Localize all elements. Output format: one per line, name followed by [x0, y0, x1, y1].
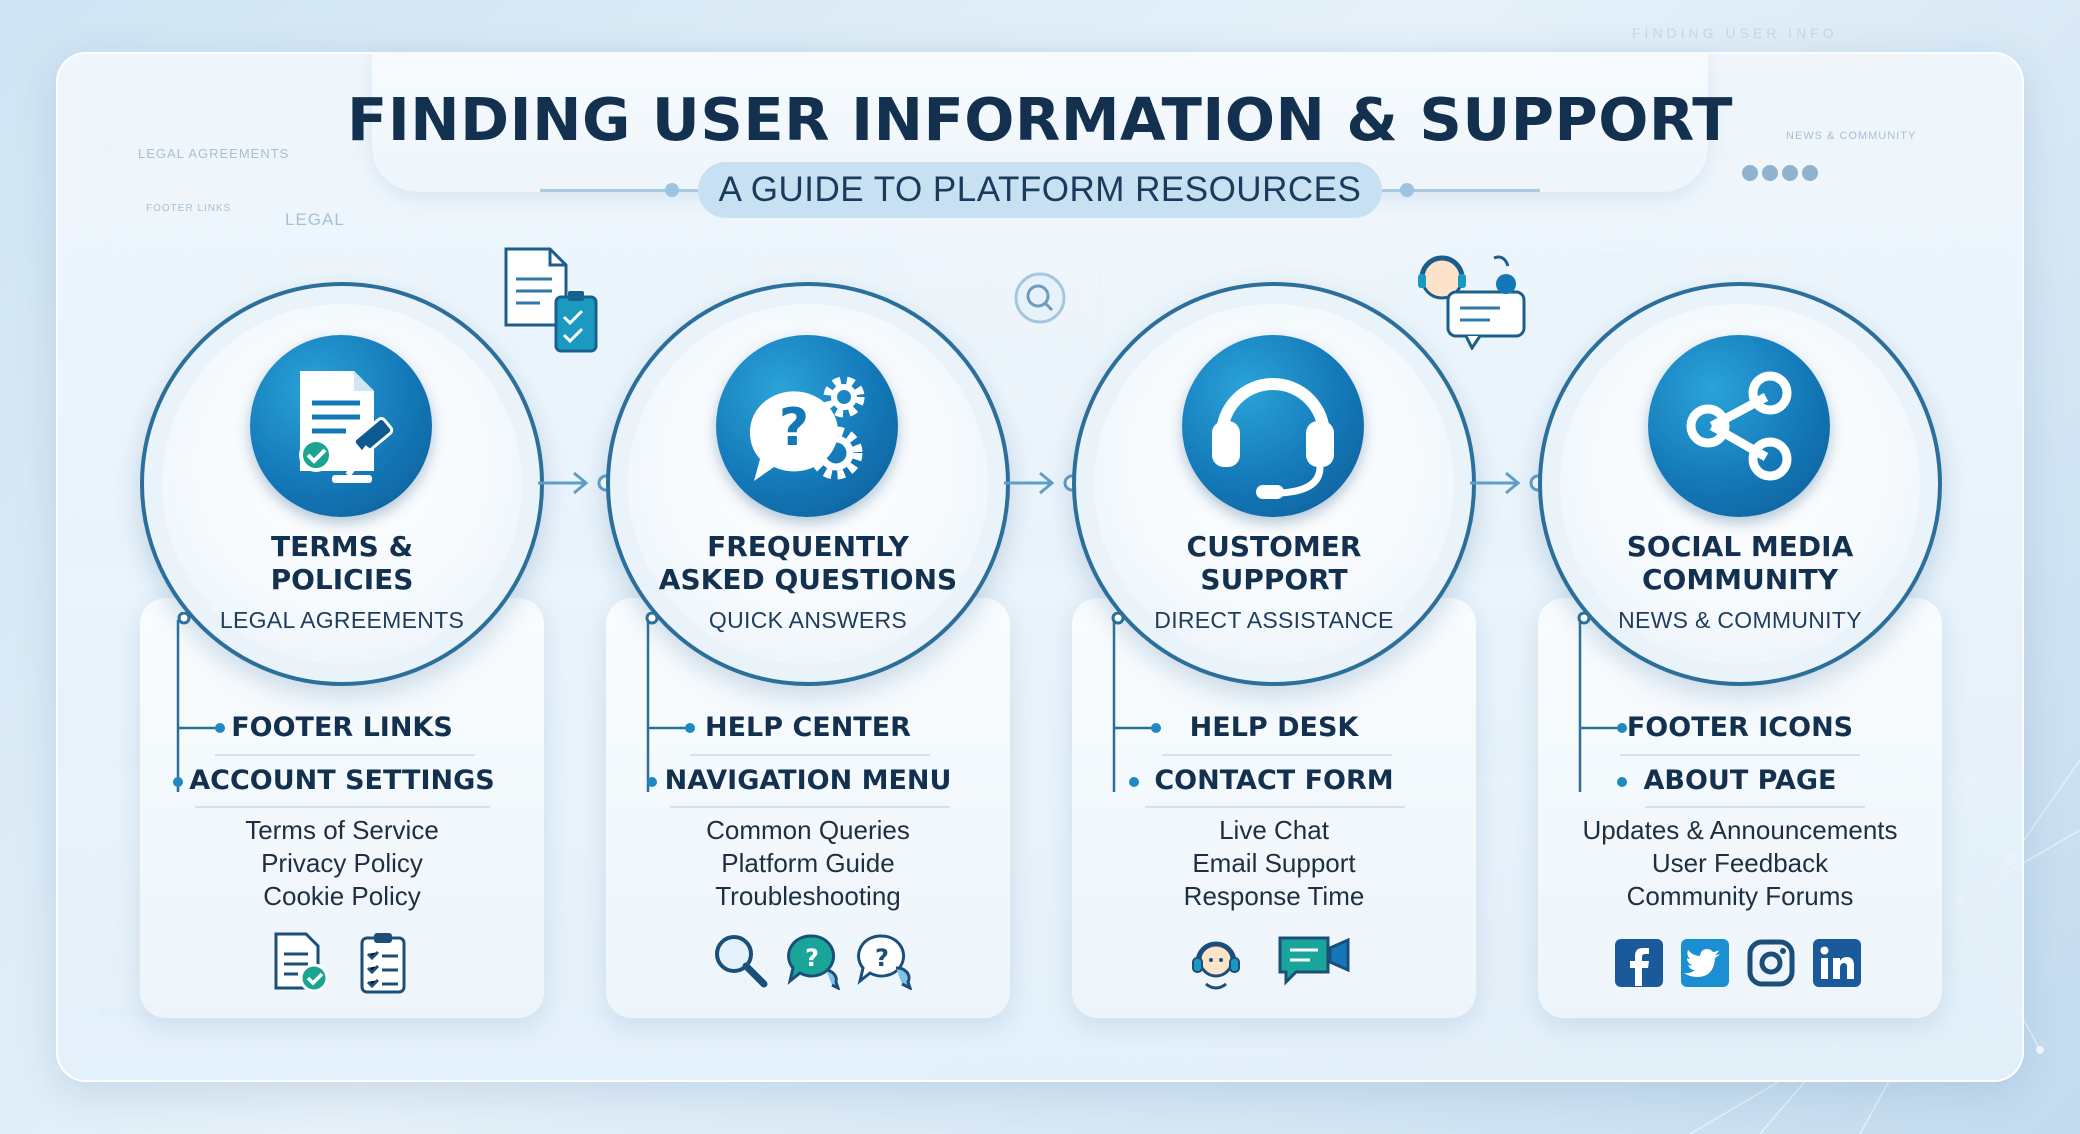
subtitle-dot-right: [1400, 183, 1414, 197]
stage-items-support: Live Chat Email Support Response Time: [1072, 814, 1476, 913]
subtitle-dot-left: [665, 183, 679, 197]
location-help-desk: HELP DESK: [1189, 712, 1359, 743]
instagram-icon[interactable]: [1746, 938, 1796, 988]
faint-social-dots-icon: [1742, 165, 1818, 181]
page-subtitle: A GUIDE TO PLATFORM RESOURCES: [698, 162, 1382, 218]
social-icon-circle: [1648, 335, 1830, 517]
svg-text:?: ?: [805, 944, 819, 972]
list-item: Troubleshooting: [715, 881, 901, 911]
document-gavel-icon: [299, 371, 394, 483]
flow-arrow-3: [1470, 471, 1547, 495]
stage-subtitle-terms: LEGAL AGREEMENTS: [219, 607, 465, 633]
twitter-icon[interactable]: [1680, 938, 1730, 988]
subtitle-line-right: [1380, 189, 1540, 192]
flow-arrow-1: [538, 471, 615, 495]
bg-label-footer-links: FOOTER LINKS: [146, 203, 232, 214]
floating-support-chat-icon: [1418, 255, 1526, 350]
support-icon-circle: [1182, 335, 1364, 517]
stage-title-support: CUSTOMER SUPPORT: [1186, 530, 1362, 596]
stage-connector-faq: [645, 612, 695, 792]
stage-items-social: Updates & Announcements User Feedback Co…: [1538, 814, 1942, 913]
bg-label-top-right: FINDING USER INFO: [1632, 25, 1838, 41]
location-divider: [215, 754, 475, 756]
list-item: Updates & Announcements: [1582, 815, 1898, 845]
stage-items-faq: Common Queries Platform Guide Troublesho…: [606, 814, 1010, 913]
stage-bottom-icons-support: [1184, 930, 1352, 994]
list-item: Cookie Policy: [263, 881, 421, 911]
stage-bottom-icons-faq: ? ?: [710, 930, 914, 990]
stage-subtitle-faq: QUICK ANSWERS: [708, 607, 908, 633]
stage-connector-social: [1577, 612, 1627, 792]
share-icon: [1686, 371, 1792, 481]
location-account-settings: ACCOUNT SETTINGS: [189, 765, 495, 796]
location-divider: [1620, 754, 1860, 756]
stage-subtitle-social: NEWS & COMMUNITY: [1618, 607, 1862, 633]
faq-icon-circle: ?: [716, 335, 898, 517]
location-divider: [1645, 806, 1865, 808]
stage-title-social: SOCIAL MEDIA COMMUNITY: [1626, 530, 1854, 596]
agent-headset-icon: [1192, 941, 1240, 990]
list-item: Response Time: [1183, 881, 1365, 911]
location-contact-form: CONTACT FORM: [1154, 765, 1394, 796]
question-chat-icon: ?: [857, 934, 913, 990]
floating-document-clipboard-icon: [504, 247, 598, 353]
question-gears-icon: ?: [749, 376, 865, 481]
question-bubble-icon: ?: [787, 934, 841, 990]
stage-bottom-icons-terms: [268, 930, 414, 994]
svg-text:?: ?: [779, 398, 809, 458]
stage-bottom-icons-social: [1614, 938, 1862, 988]
page-title: FINDING USER INFORMATION & SUPPORT: [347, 85, 1733, 154]
terms-icon-circle: [250, 335, 432, 517]
location-divider: [1162, 754, 1392, 756]
stage-connector-terms: [173, 612, 225, 792]
stage-subtitle-support: DIRECT ASSISTANCE: [1154, 607, 1394, 633]
list-item: Community Forums: [1626, 881, 1854, 911]
location-navigation-menu: NAVIGATION MENU: [664, 765, 952, 796]
location-divider: [670, 806, 950, 808]
location-footer-links: FOOTER LINKS: [231, 712, 453, 743]
location-divider: [690, 754, 930, 756]
location-divider: [195, 806, 490, 808]
bg-label-legal-agreements: LEGAL AGREEMENTS: [138, 146, 290, 161]
subtitle-line-left: [540, 189, 700, 192]
list-item: Live Chat: [1219, 815, 1329, 845]
location-about-page: ABOUT PAGE: [1643, 765, 1837, 796]
list-item: Common Queries: [706, 815, 910, 845]
bg-label-legal: LEGAL: [285, 210, 345, 229]
stage-connector-support: [1111, 612, 1161, 792]
headset-icon: [1212, 378, 1334, 499]
list-item: Privacy Policy: [261, 848, 423, 878]
location-help-center: HELP CENTER: [705, 712, 911, 743]
facebook-icon[interactable]: [1614, 938, 1664, 988]
clipboard-list-icon: [360, 933, 406, 994]
location-footer-icons: FOOTER ICONS: [1626, 712, 1854, 743]
bg-label-news-community: NEWS & COMMUNITY: [1786, 130, 1917, 142]
svg-text:?: ?: [875, 944, 889, 972]
list-item: User Feedback: [1651, 848, 1829, 878]
stage-title-faq: FREQUENTLY ASKED QUESTIONS: [658, 530, 958, 596]
document-check-icon: [274, 932, 329, 993]
flow-arrow-2: [1004, 471, 1081, 495]
list-item: Terms of Service: [245, 815, 439, 845]
list-item: Email Support: [1192, 848, 1356, 878]
location-divider: [1145, 806, 1405, 808]
stage-items-terms: Terms of Service Privacy Policy Cookie P…: [140, 814, 544, 913]
floating-search-icon: [1014, 272, 1066, 324]
video-chat-icon: [1278, 936, 1350, 986]
magnifier-icon: [715, 935, 768, 988]
list-item: Platform Guide: [721, 848, 895, 878]
stage-title-terms: TERMS & POLICIES: [270, 530, 414, 596]
linkedin-icon[interactable]: [1812, 938, 1862, 988]
